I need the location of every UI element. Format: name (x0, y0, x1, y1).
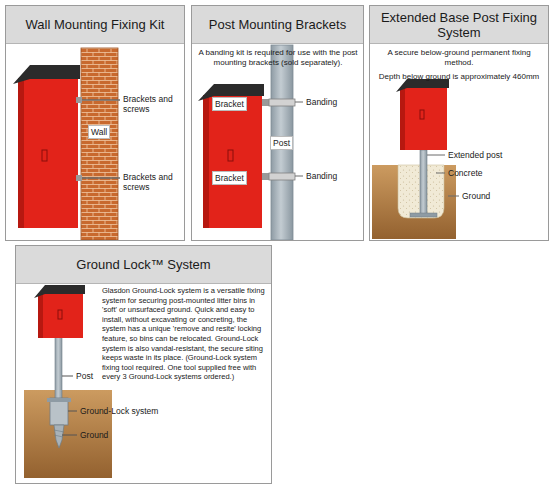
fixing-panel: Post Mounting Brackets A banding kit is r… (191, 5, 364, 241)
bracket-leader (76, 100, 120, 178)
fixing-panel: Ground Lock™ SystemGlasdon Ground-Lock s… (15, 245, 272, 484)
ground (372, 165, 456, 239)
part-label: Banding (306, 97, 337, 107)
panel-heading: Ground Lock™ System (16, 246, 271, 284)
panel-note: A banding kit is required for use with t… (198, 48, 358, 68)
band (269, 99, 295, 106)
litter-bin (396, 79, 449, 150)
part-label: Ground (80, 430, 108, 440)
part-label: Bracket (212, 97, 247, 111)
part-label: Ground (462, 191, 490, 201)
extended-post (420, 150, 427, 214)
post (55, 337, 62, 400)
ground (24, 390, 112, 478)
fixing-panel: Wall Mounting Fixing Kit (5, 5, 185, 241)
part-label: Brackets and screws (123, 172, 181, 192)
litter-bin (13, 65, 80, 228)
part-label: Brackets and screws (123, 94, 181, 114)
part-label: Ground-Lock system (80, 406, 158, 416)
part-label: Bracket (212, 171, 247, 185)
part-label: Concrete (448, 168, 483, 178)
litter-bin (34, 285, 85, 338)
panel-note: Glasdon Ground-Lock system is a versatil… (102, 286, 266, 382)
part-label: Post (76, 371, 93, 381)
band (269, 173, 295, 180)
panel-note: Depth below ground is approximately 460m… (376, 72, 542, 82)
wall (81, 48, 118, 240)
part-label: Banding (306, 171, 337, 181)
part-label: Extended post (448, 150, 502, 160)
part-label: Wall (88, 125, 110, 139)
post (271, 45, 293, 240)
litter-bin (198, 84, 264, 228)
panel-heading: Extended Base Post Fixing System (370, 6, 548, 44)
ground-lock (47, 398, 71, 448)
panel-heading: Wall Mounting Fixing Kit (6, 6, 184, 44)
panel-note: A secure below-ground permanent fixing m… (376, 48, 542, 68)
part-label: Post (270, 136, 293, 150)
fixing-panel: Extended Base Post Fixing System A secure… (369, 5, 549, 241)
panel-heading: Post Mounting Brackets (192, 6, 363, 44)
